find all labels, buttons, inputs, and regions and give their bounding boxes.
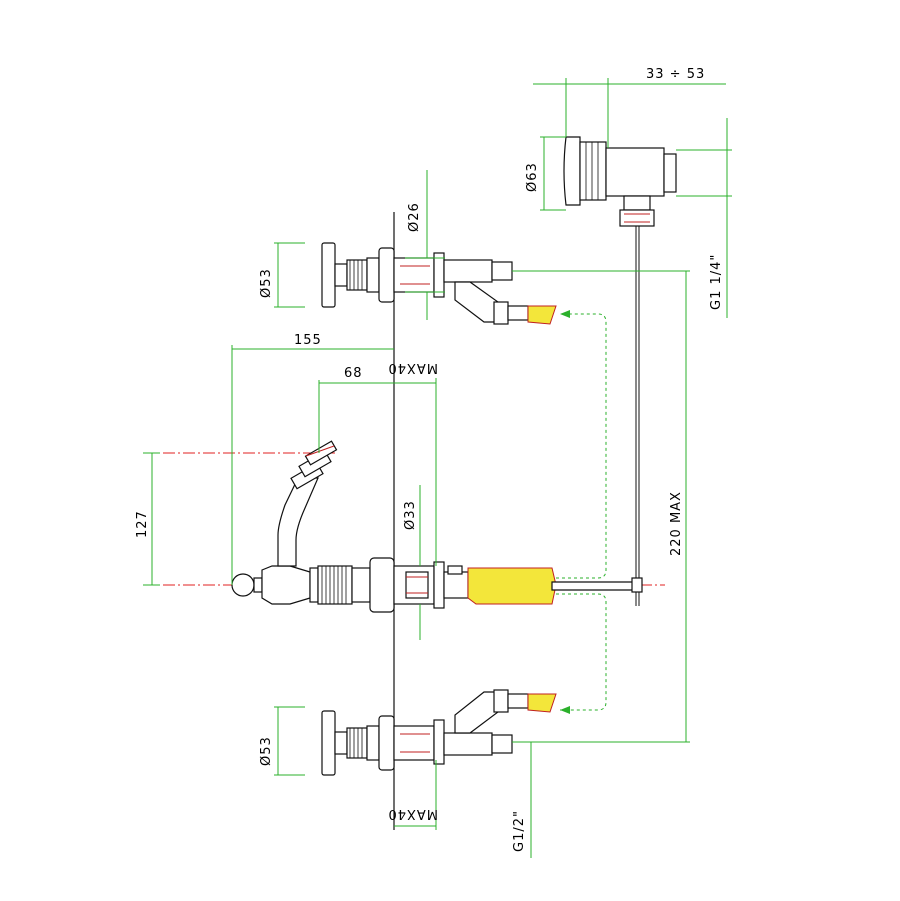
spout-body xyxy=(231,225,643,613)
label-d53-bottom: Ø53 xyxy=(259,736,274,766)
label-d53-top: Ø53 xyxy=(259,268,274,298)
top-valve xyxy=(321,242,557,325)
label-g114: G1 1/4" xyxy=(709,254,724,310)
label-d127: 127 xyxy=(135,510,150,538)
label-d68: 68 xyxy=(344,366,363,381)
bottom-valve xyxy=(321,689,557,776)
label-d26: Ø26 xyxy=(407,202,422,232)
dimension-labels: Ø26 Ø53 155 68 MAX40 127 Ø33 Ø53 MAX40 G… xyxy=(135,67,724,852)
label-d33: Ø33 xyxy=(403,500,418,530)
label-d3353: 33 ÷ 53 xyxy=(646,67,705,82)
label-max40-bottom: MAX40 xyxy=(387,806,438,821)
label-max40-top: MAX40 xyxy=(387,360,438,375)
flush-unit xyxy=(563,136,677,227)
label-d220: 220 MAX xyxy=(669,491,684,556)
label-d63: Ø63 xyxy=(525,162,540,192)
label-d155: 155 xyxy=(294,333,322,348)
label-g12: G1/2" xyxy=(512,810,527,852)
dimension-lines xyxy=(143,78,732,858)
